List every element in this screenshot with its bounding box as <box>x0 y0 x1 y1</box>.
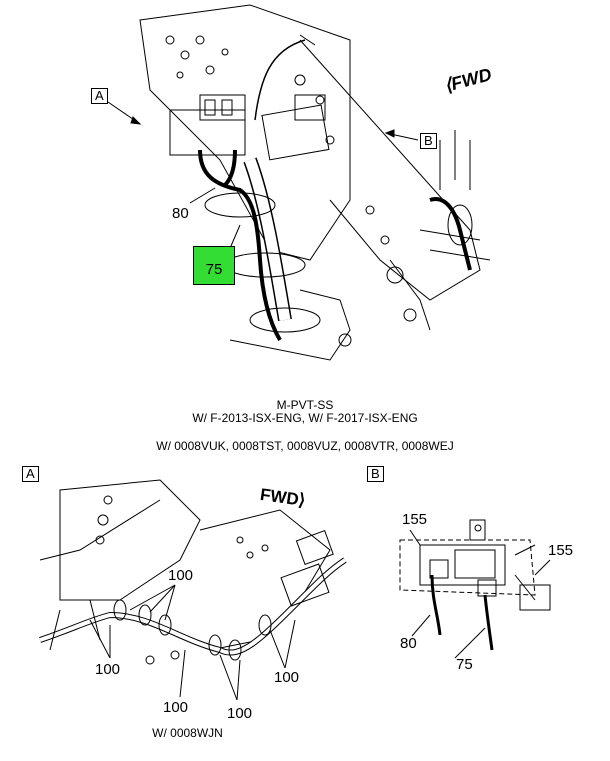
detail-b-callout-80: 80 <box>400 635 417 652</box>
detail-a-callout-100-left: 100 <box>95 661 121 678</box>
detail-a-illustration <box>39 479 347 665</box>
caption-line-2: W/ F-2013-ISX-ENG, W/ F-2017-ISX-ENG <box>192 411 418 425</box>
disconnect-block <box>169 109 246 156</box>
cable-75-b <box>483 594 494 651</box>
detail-a-callout-100-right: 100 <box>274 669 300 686</box>
view-a-label[interactable]: A <box>91 88 108 104</box>
detail-a-label: A <box>22 466 39 482</box>
caption-line-1: M-PVT-SS <box>276 398 334 412</box>
harness-cable-75 <box>198 149 282 342</box>
detail-a-callout-100-bottom: 100 <box>163 699 189 716</box>
detail-a-fwd-text: FWD <box>258 484 300 510</box>
cable-80-b <box>430 574 442 636</box>
detail-b-illustration <box>399 519 551 611</box>
harness-cable-80 <box>223 149 237 187</box>
detail-b-callout-155-left: 155 <box>402 511 428 528</box>
detail-a-caption: W/ 0008WJN <box>152 726 223 740</box>
detail-a-callout-100-top: 100 <box>168 567 194 584</box>
frame-plate <box>139 4 351 261</box>
view-b-label[interactable]: B <box>420 133 437 149</box>
callout-75: 75 <box>205 261 223 278</box>
detail-a-leaders <box>89 584 296 701</box>
callout-75-highlight[interactable]: 75 <box>193 246 235 285</box>
detail-b-label: B <box>367 466 384 482</box>
callout-80: 80 <box>172 205 189 222</box>
detail-a-callout-100-bottom-right: 100 <box>227 705 253 722</box>
leader-80 <box>189 187 216 204</box>
detail-b-callout-75: 75 <box>456 656 473 673</box>
detail-b-callout-155-right: 155 <box>548 542 574 559</box>
caption-line-3: W/ 0008VUK, 0008TST, 0008VUZ, 0008VTR, 0… <box>156 439 454 453</box>
